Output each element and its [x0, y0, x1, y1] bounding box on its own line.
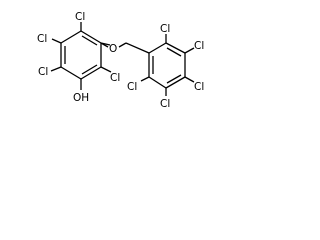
ether-oxygen-label: O	[109, 43, 117, 55]
bond-b3-cl	[184, 47, 195, 54]
ring-b-cl-top-right-label: Cl	[194, 40, 204, 52]
ring-a	[60, 30, 102, 80]
ring-a-cl-left-label: Cl	[38, 66, 48, 78]
bond-o-a2-visual	[100, 42, 111, 46]
bond-a5-cl	[50, 66, 62, 72]
structure-diagram: Cl Cl Cl Cl OH O Cl Cl Cl Cl Cl	[37, 11, 204, 110]
bond-a3-cl	[100, 66, 112, 73]
double-bond-a3-a4	[81, 64, 98, 75]
ring-a-cl-right-label: Cl	[110, 72, 120, 84]
bond-b1-b2	[148, 42, 167, 54]
bond-b6-cl	[140, 76, 150, 82]
bond-a3-a4	[80, 66, 102, 80]
bond-b4-cl	[184, 76, 195, 83]
bond-b4-b5	[165, 76, 186, 89]
ring-b-cl-top-left-label: Cl	[160, 23, 170, 35]
ring-b-cl-left-label: Cl	[127, 81, 137, 93]
bond-b5-b6	[148, 76, 167, 89]
ring-a-cl-top-left-label: Cl	[37, 33, 47, 45]
bond-a6-a1	[60, 30, 82, 44]
bond-o-b1	[118, 42, 127, 48]
ring-b-cl-bottom-label: Cl	[160, 98, 170, 110]
double-bond-a1-a2	[81, 35, 98, 46]
ring-b-cl-right-label: Cl	[194, 81, 204, 93]
bond-a6-cl	[51, 38, 62, 44]
double-bond-b2-b3	[166, 47, 182, 57]
bond-b2-b3	[165, 42, 186, 54]
ring-a-cl-top-right-label: Cl	[75, 11, 85, 23]
hydroxyl-label: OH	[73, 92, 89, 104]
ring-b	[148, 42, 186, 89]
bond-a4-a5	[60, 66, 82, 80]
bond-b1-o	[125, 42, 150, 54]
bond-a1-a2	[80, 30, 102, 44]
double-bond-b4-b5	[166, 74, 182, 84]
